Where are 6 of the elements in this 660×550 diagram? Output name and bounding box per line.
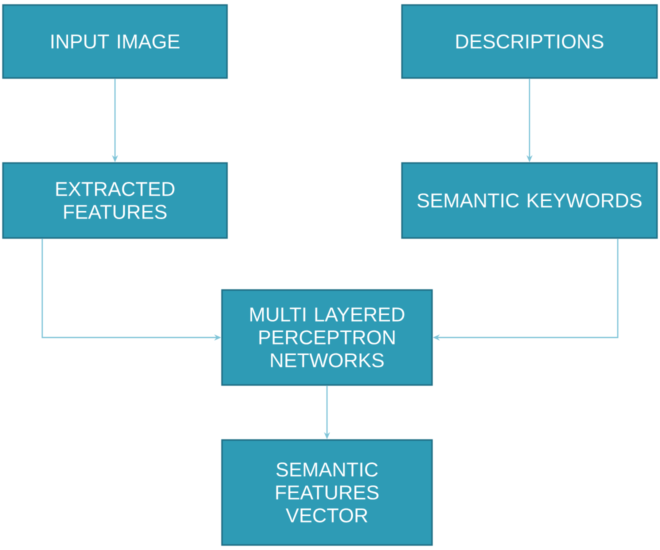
- process-box: SEMANTIC FEATURES VECTOR: [221, 439, 433, 546]
- process-box: EXTRACTED FEATURES: [2, 162, 228, 239]
- process-box: DESCRIPTIONS: [401, 4, 658, 79]
- process-box: MULTI LAYERED PERCEPTRON NETWORKS: [221, 289, 433, 386]
- process-box: SEMANTIC KEYWORDS: [401, 162, 658, 239]
- process-box: INPUT IMAGE: [2, 4, 228, 79]
